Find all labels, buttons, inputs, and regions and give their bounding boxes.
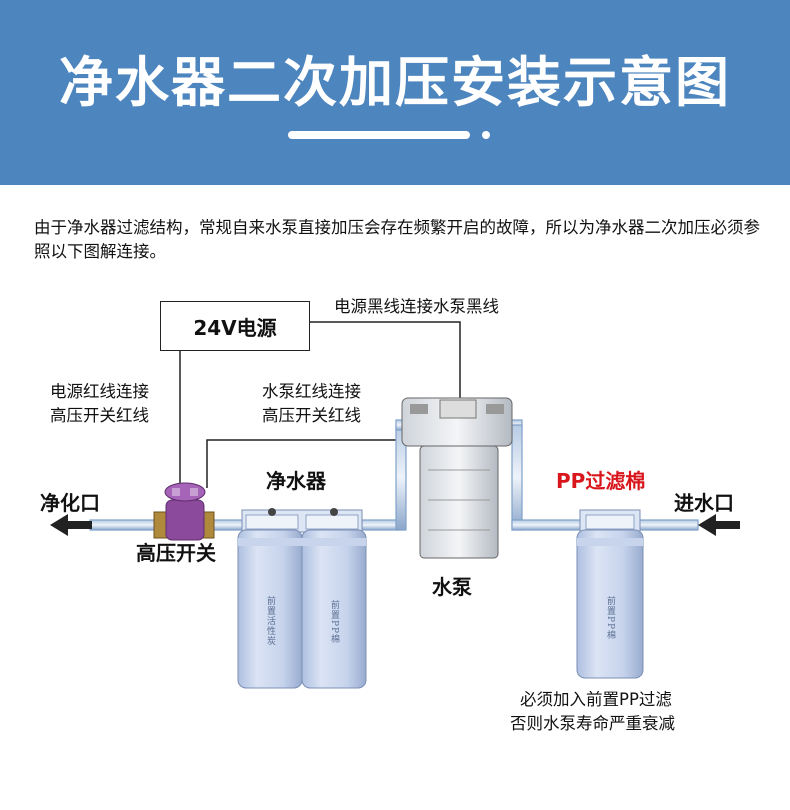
title-underline	[288, 131, 470, 139]
pipe-pump-right-vertical	[511, 424, 523, 531]
black-wire-note: 电源黑线连接水泵黑线	[334, 297, 499, 316]
page-title: 净水器二次加压安装示意图	[59, 51, 731, 114]
pump-red-wire-note-line1: 水泵红线连接	[262, 382, 361, 401]
inlet-label: 进水口	[674, 491, 734, 515]
pressure-switch-label: 高压开关	[136, 541, 216, 565]
purifier-label: 净水器	[266, 469, 326, 493]
power-red-wire-note-line1: 电源红线连接	[50, 382, 149, 401]
filter-tag-carbon: 前置活性炭	[265, 596, 275, 646]
filter-tag-pp2: 前置PP棉	[605, 596, 615, 641]
pump-label: 水泵	[432, 575, 472, 599]
pipe-pp-inlet	[635, 519, 699, 531]
pp-filter-graphic	[576, 509, 644, 679]
prefilter-note-line1: 必须加入前置PP过滤	[520, 690, 672, 709]
outlet-label: 净化口	[40, 491, 100, 515]
prefilter-note-line2: 否则水泵寿命严重衰减	[510, 714, 675, 733]
intro-text: 由于净水器过滤结构，常规自来水泵直接加压会存在频繁开启的故障，所以为净水器二次加…	[34, 218, 760, 261]
inlet-arrow-icon	[698, 514, 740, 536]
filter-tag-pp1: 前置PP棉	[329, 600, 339, 645]
power-red-wire-note-line2: 高压开关红线	[50, 406, 149, 425]
title-underline-dot	[482, 131, 490, 139]
header-banner: 净水器二次加压安装示意图	[0, 0, 790, 185]
pp-filter-label: PP过滤棉	[556, 469, 646, 493]
pipe-pump-pp	[511, 519, 585, 531]
pump-graphic	[401, 397, 513, 559]
pump-red-wire-note-line2: 高压开关红线	[262, 406, 361, 425]
purifier-filters	[237, 508, 367, 689]
pressure-switch-graphic	[153, 482, 215, 541]
power-supply-box: 24V电源	[160, 301, 310, 351]
power-black-wire	[310, 321, 461, 402]
outlet-arrow-icon	[50, 514, 92, 536]
